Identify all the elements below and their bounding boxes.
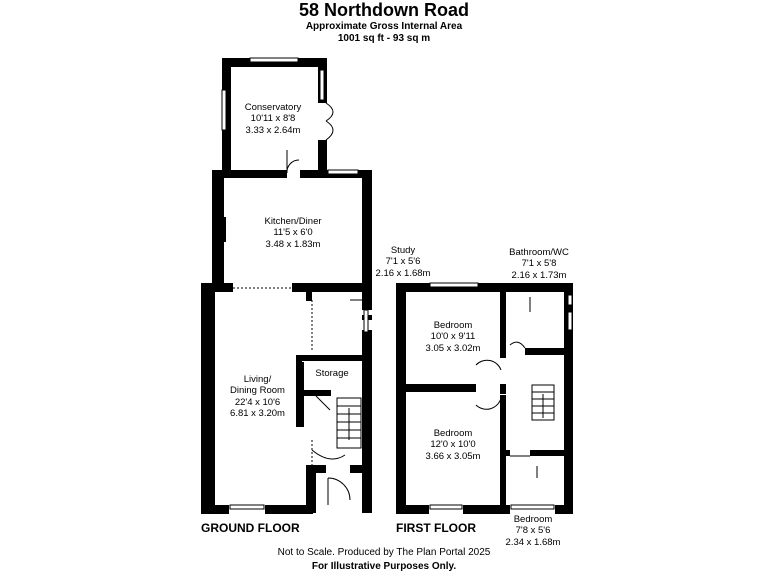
ff-wall-bottom-right — [555, 505, 573, 514]
room-size-imperial: 7'1 x 5'6 — [385, 256, 421, 268]
study-window — [363, 309, 369, 333]
storage-wall-top — [296, 355, 362, 361]
first-floor-label: FIRST FLOOR — [396, 521, 476, 535]
bedroom1-wall-right — [500, 283, 506, 358]
living-wall-bottom-left — [201, 505, 229, 514]
room-name: Storage — [315, 368, 349, 379]
porch-wall-top-right — [350, 465, 372, 473]
room-name: Bedroom — [433, 428, 473, 439]
storage-wall-bottom — [296, 390, 331, 396]
porch-wall-top — [306, 465, 326, 473]
room-bedroom-2: Bedroom 12'0 x 10'0 3.66 x 3.05m — [408, 428, 498, 462]
first-floor-fittings — [429, 282, 573, 510]
area-subtitle: Approximate Gross Internal Area — [305, 21, 463, 32]
conservatory-window-left — [221, 89, 227, 131]
room-size-imperial: 7'8 x 5'6 — [515, 525, 551, 537]
french-door-lower — [325, 120, 334, 141]
room-size-metric: 3.05 x 3.02m — [425, 342, 481, 354]
landing-wall — [500, 384, 506, 394]
porch-wall-right — [362, 465, 372, 513]
bathroom-door — [509, 341, 526, 349]
ff-wall-right-lower — [564, 348, 573, 513]
chimney-breast — [219, 217, 226, 242]
bedroom2-door — [475, 397, 502, 410]
ground-floor-label: GROUND FLOOR — [201, 521, 300, 535]
living-wall-left — [201, 283, 215, 513]
bedroom3-wall-top — [500, 450, 510, 456]
room-storage: Storage — [304, 368, 360, 379]
living-wall-bottom-right — [265, 505, 313, 514]
ff-wall-top — [396, 283, 573, 292]
ff-wall-bottom-left — [396, 505, 429, 514]
kitchen-window — [327, 169, 359, 175]
bedroom1-window — [429, 282, 479, 288]
room-size-metric: 2.34 x 1.68m — [505, 536, 561, 548]
room-name-line2: Dining Room — [230, 385, 285, 397]
porch-wall-left — [306, 465, 316, 513]
room-name: Study — [390, 245, 416, 256]
ground-stairs — [336, 397, 362, 449]
room-size-imperial: 12'0 x 10'0 — [430, 439, 476, 451]
room-size-imperial: 22'4 x 10'6 — [234, 396, 281, 408]
room-size-imperial: 10'0 x 9'11 — [430, 331, 476, 343]
room-size-metric: 2.16 x 1.68m — [375, 267, 431, 279]
room-size-imperial: 7'1 x 5'8 — [521, 258, 557, 270]
room-study: Study 7'1 x 5'6 2.16 x 1.68m — [372, 245, 434, 279]
kitchen-wall-left — [212, 170, 224, 286]
study-wall-left — [306, 283, 312, 300]
area-value: 1001 sq ft - 93 sq m — [337, 33, 431, 44]
room-name: Bedroom — [513, 514, 553, 525]
bathroom-window-upper — [567, 294, 573, 306]
hall-door — [311, 449, 346, 460]
conservatory-wall-right-lower — [318, 140, 327, 175]
kitchen-wall-right — [362, 170, 372, 310]
bedroom2-window — [429, 504, 463, 510]
room-size-metric: 2.16 x 1.73m — [511, 269, 567, 281]
ground-floor-fittings — [221, 57, 372, 510]
room-bathroom-wc: Bathroom/WC 7'1 x 5'8 2.16 x 1.73m — [500, 247, 578, 281]
room-size-metric: 6.81 x 3.20m — [230, 408, 285, 420]
bathroom-window-lower — [567, 311, 573, 331]
living-wall-top-left — [201, 283, 233, 292]
hall-wall-right — [362, 330, 372, 475]
plan-title: 58 Northdown Road — [299, 0, 469, 20]
french-door-upper — [325, 102, 334, 122]
room-conservatory: Conservatory 10'11 x 8'8 3.33 x 2.64m — [228, 102, 318, 136]
room-size-imperial: 11'5 x 6'0 — [273, 227, 313, 239]
kitchen-door-arc — [286, 159, 300, 174]
room-size-metric: 3.33 x 2.64m — [245, 124, 301, 136]
room-size-metric: 3.66 x 3.05m — [425, 450, 481, 462]
bathroom-wall-bottom — [525, 348, 573, 355]
footer-disclaimer: Not to Scale. Produced by The Plan Porta… — [277, 547, 491, 558]
storage-wall-left — [296, 355, 302, 395]
first-stairs — [531, 384, 555, 421]
bedrooms-divider — [396, 384, 476, 392]
ff-wall-bottom-mid — [463, 505, 510, 514]
living-wall-top-right — [292, 283, 372, 292]
room-size-imperial: 10'11 x 8'8 — [250, 113, 296, 125]
room-kitchen-diner: Kitchen/Diner 11'5 x 6'0 3.48 x 1.83m — [248, 216, 338, 250]
conservatory-window-right — [319, 69, 325, 101]
living-window — [229, 504, 265, 510]
room-living-dining: Living/ Dining Room 22'4 x 10'6 6.81 x 3… — [215, 374, 300, 420]
room-bedroom-1: Bedroom 10'0 x 9'11 3.05 x 3.02m — [408, 320, 498, 354]
room-size-metric: 3.48 x 1.83m — [265, 238, 321, 250]
conservatory-window-top — [249, 57, 299, 63]
front-door-arc — [327, 477, 351, 501]
bedroom3-wall-top-right — [530, 450, 570, 456]
bedroom1-door — [475, 359, 502, 371]
room-name: Kitchen/Diner — [264, 216, 322, 227]
room-bedroom-3: Bedroom 7'8 x 5'6 2.34 x 1.68m — [502, 514, 564, 548]
room-name: Bedroom — [433, 320, 473, 331]
room-name-line1: Living/ — [243, 374, 272, 385]
room-name: Conservatory — [244, 102, 302, 113]
bedroom3-window — [510, 504, 555, 510]
room-name: Bathroom/WC — [509, 247, 569, 258]
footer-illustrative: For Illustrative Purposes Only. — [311, 561, 457, 572]
storage-door — [315, 395, 331, 411]
ff-wall-left — [396, 283, 406, 513]
kitchen-wall-top-left — [212, 170, 287, 178]
